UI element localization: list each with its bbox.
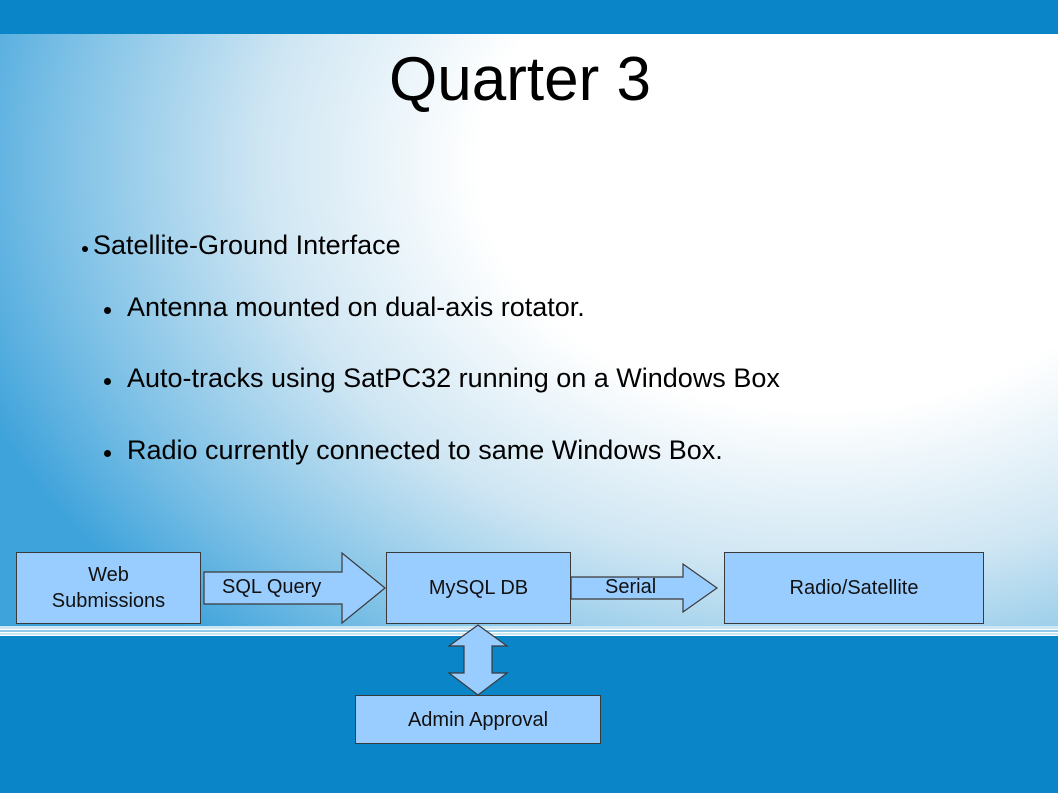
bullet-item-text: Radio currently connected to same Window…	[127, 435, 723, 465]
slide-background	[0, 34, 1058, 628]
top-bar	[0, 0, 1058, 34]
node-label: Submissions	[51, 590, 166, 612]
admin-approval-node: Admin Approval	[355, 695, 601, 744]
bullet-heading-text: Satellite-Ground Interface	[93, 230, 401, 260]
node-label: MySQL DB	[428, 577, 529, 599]
bullet-heading: Satellite-Ground Interface	[82, 228, 401, 262]
bullet-dot	[82, 246, 88, 252]
sql-query-arrow	[203, 551, 386, 625]
node-label: Web	[88, 564, 129, 586]
sql-query-label: SQL Query	[222, 576, 322, 598]
divider-stripe	[0, 630, 1058, 632]
divider-stripe	[0, 626, 1058, 629]
serial-label: Serial	[605, 576, 657, 598]
bullet-item: Radio currently connected to same Window…	[104, 433, 723, 467]
bullet-item: Antenna mounted on dual-axis rotator.	[104, 290, 585, 324]
radio-satellite-node: Radio/Satellite	[724, 552, 984, 624]
bullet-item-text: Auto-tracks using SatPC32 running on a W…	[127, 363, 780, 393]
bullet-item-text: Antenna mounted on dual-axis rotator.	[127, 292, 585, 322]
node-label: Admin Approval	[407, 708, 549, 731]
bullet-dot	[104, 377, 111, 385]
bullet-dot	[104, 306, 111, 314]
mysql-db-node: MySQL DB	[386, 552, 571, 624]
serial-arrow	[570, 562, 719, 614]
bullet-item: Auto-tracks using SatPC32 running on a W…	[104, 361, 780, 395]
bidirectional-arrow	[447, 624, 509, 696]
bullet-dot	[104, 449, 111, 457]
node-label: Radio/Satellite	[789, 577, 919, 599]
web-submissions-node: Web Submissions	[16, 552, 201, 624]
slide-title: Quarter 3	[389, 45, 651, 114]
divider-stripe	[0, 633, 1058, 635]
